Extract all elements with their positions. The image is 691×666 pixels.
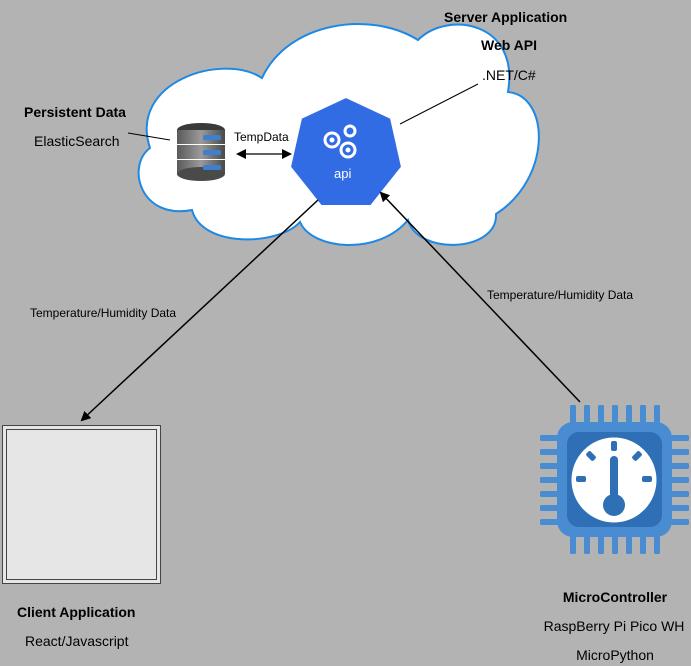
server-tech: .NET/C# xyxy=(482,67,536,83)
edge-label-api-client: Temperature/Humidity Data xyxy=(30,306,177,320)
server-title: Server Application xyxy=(444,9,568,25)
device-title: MicroController xyxy=(562,589,668,605)
chip-pin xyxy=(540,477,558,483)
client-title: Client Application xyxy=(17,604,136,620)
chip-pin xyxy=(671,449,689,455)
chip-pin xyxy=(671,463,689,469)
device-board: RaspBerry Pi Pico WH xyxy=(543,618,685,634)
chip-pin xyxy=(584,536,590,554)
chip-pin xyxy=(540,449,558,455)
edge-api-client xyxy=(80,199,319,422)
chip-pin xyxy=(612,405,618,423)
chip-pin xyxy=(671,505,689,511)
chip-pin xyxy=(598,405,604,423)
chip-pin xyxy=(654,405,660,423)
api-label: api xyxy=(334,166,352,181)
chip-pin xyxy=(570,536,576,554)
storage-title: Persistent Data xyxy=(24,104,126,120)
chip-pin xyxy=(540,505,558,511)
chip-pin xyxy=(626,405,632,423)
database-icon xyxy=(177,123,225,181)
chip-pin xyxy=(540,463,558,469)
chip-pin xyxy=(598,536,604,554)
thermometer-chip-icon xyxy=(540,405,689,554)
kubernetes-api-icon xyxy=(288,95,404,207)
server-subtitle: Web API xyxy=(481,37,538,53)
chip-pin xyxy=(540,519,558,525)
chip-pin xyxy=(671,477,689,483)
chip-pin xyxy=(640,536,646,554)
chip-pin xyxy=(671,519,689,525)
chip-pin xyxy=(584,405,590,423)
chip-pin xyxy=(671,435,689,441)
chip-pin xyxy=(654,536,660,554)
edge-device-api xyxy=(379,191,581,403)
chip-pin xyxy=(671,491,689,497)
edge-label-device-api: Temperature/Humidity Data xyxy=(487,288,634,302)
chip-pin xyxy=(640,405,646,423)
chip-pin xyxy=(570,405,576,423)
device-language: MicroPython xyxy=(576,647,654,663)
chip-pin xyxy=(540,491,558,497)
edge-label-storage-api: TempData xyxy=(234,130,289,144)
storage-tech: ElasticSearch xyxy=(34,133,120,149)
chip-pin xyxy=(626,536,632,554)
client-frame xyxy=(2,425,161,584)
server-label-leader xyxy=(399,83,479,125)
chip-pin xyxy=(612,536,618,554)
client-tech: React/Javascript xyxy=(25,633,129,649)
storage-label-leader xyxy=(127,132,171,141)
chip-pin xyxy=(540,435,558,441)
